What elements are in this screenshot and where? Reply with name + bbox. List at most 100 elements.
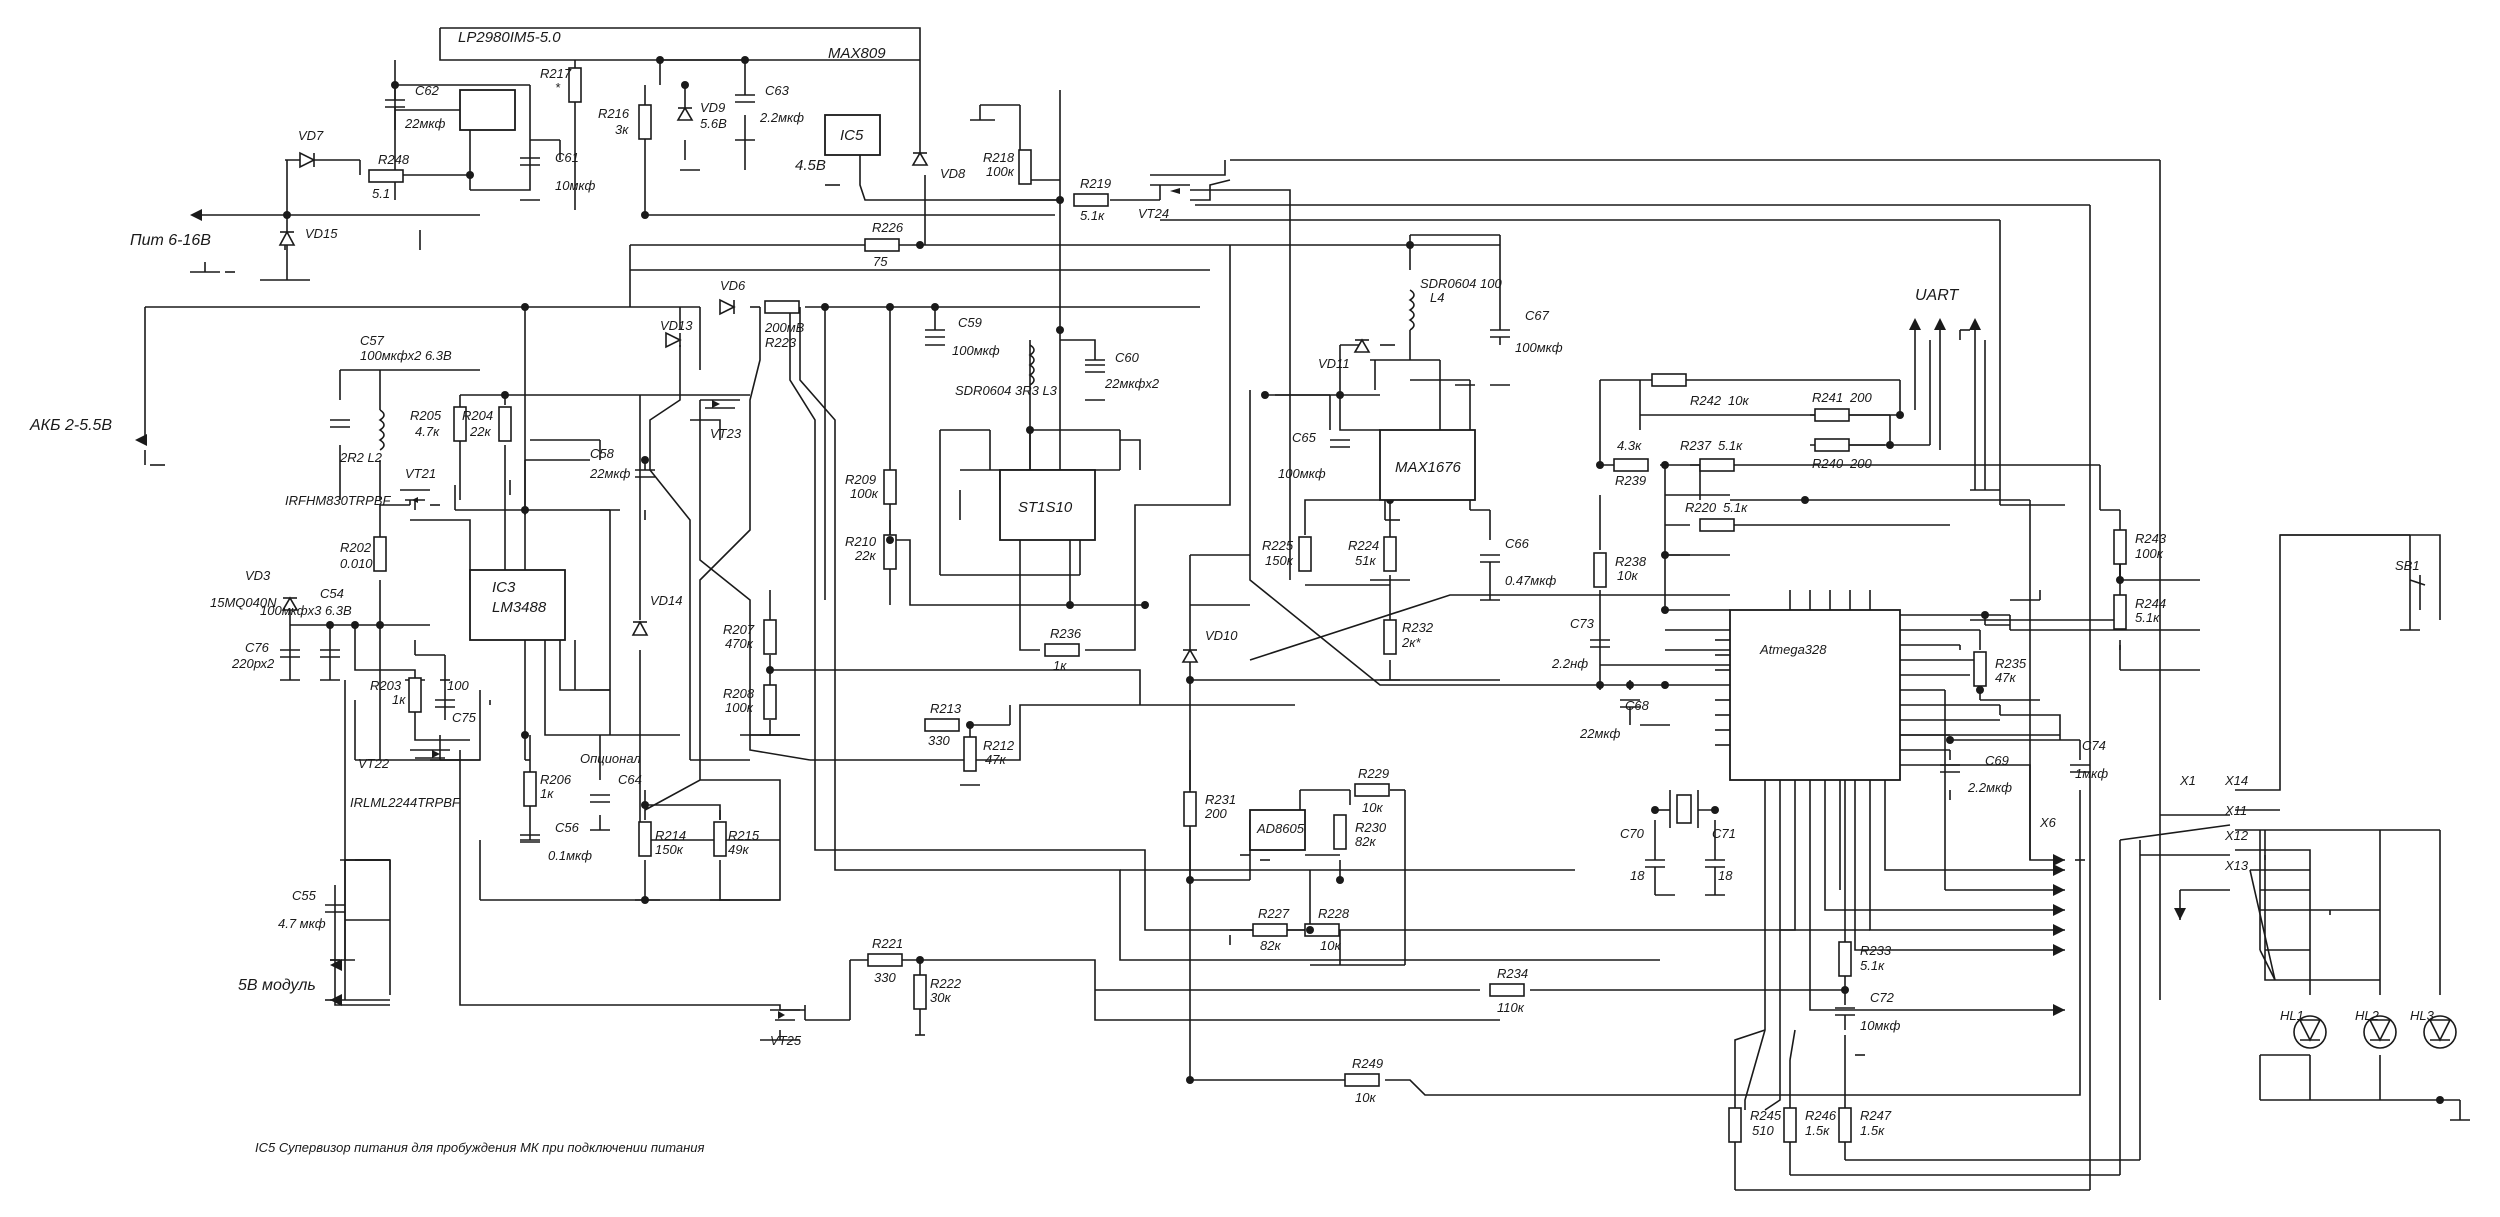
ref-c57: C57 [360,333,385,348]
label-akb: АКБ 2-5.5В [29,417,112,434]
transistors [400,174,1190,1021]
label-x13: X13 [2224,858,2249,873]
ic-lm3488 [469,569,566,641]
cap-c54 [320,649,340,658]
ref-r203: R203 [370,678,402,693]
ref-r229: R229 [1358,766,1389,781]
val-c59: 100мкф [952,343,1000,358]
label-ic5: IC5 [840,127,864,144]
resistor-r218 [1018,149,1032,185]
val-r207: 470к [725,636,754,651]
junction-dots [283,56,2444,1104]
ic-max1676 [1379,429,1476,501]
cap-c71 [1705,820,1725,895]
ref-r236: R236 [1050,626,1082,641]
val-r240: 200 [1849,456,1872,471]
val-r243: 100к [2135,546,2164,561]
resistor-r223 [764,300,800,314]
val-r205: 4.7к [415,424,440,439]
val-c73: 2.2нф [1551,656,1588,671]
ref-c73: C73 [1570,616,1595,631]
resistor-r202 [373,536,387,572]
label-vd9-v: 5.6B [700,116,727,131]
label-x11: X11 [2224,803,2247,818]
label-optional: Опционал [580,751,641,766]
resistor-r239 [1613,458,1649,472]
ref-c64: C64 [618,772,642,787]
val-r220: 5.1к [1723,500,1748,515]
inductor-l2 [378,409,385,451]
cap-c74 [2070,764,2090,773]
ref-r237: R237 [1680,438,1712,453]
ref-r226: R226 [872,220,904,235]
ref-r246: R246 [1805,1108,1837,1123]
ref-c67: C67 [1525,308,1550,323]
val-r222: 30к [930,990,951,1005]
ref-r233: R233 [1860,943,1892,958]
ref-r245: R245 [1750,1108,1782,1123]
ref-r207: R207 [723,622,755,637]
val-c58: 22мкф [589,466,631,481]
ref-c56: C56 [555,820,580,835]
label-st1s10: ST1S10 [1018,499,1073,516]
ref-r248: R248 [378,152,410,167]
val-c56: 0.1мкф [548,848,592,863]
ref-r249: R249 [1352,1056,1383,1071]
label-footnote: IC5 Супервизор питания для пробуждения М… [255,1140,705,1155]
diode-vd13 [665,331,682,349]
val-r230: 82к [1355,834,1376,849]
val-c66: 0.47мкф [1505,573,1556,588]
cap-c70 [1645,820,1665,895]
ic-atmega328 [1729,609,1901,781]
label-sb1: SB1 [2395,558,2420,573]
ref-r224: R224 [1348,538,1379,553]
resistor-r246 [1783,1107,1797,1143]
label-vd3: VD3 [245,568,271,583]
val-c60: 22мкфх2 [1104,376,1160,391]
transistor-vt23 [700,399,740,409]
label-uart: UART [1915,287,1959,304]
ref-r222: R222 [930,976,962,991]
cap-c66 [1480,554,1500,600]
transistor-labels: VT21 VT22 VT23 VT24 VT25 [358,206,1169,1048]
ref-r239: R239 [1615,473,1646,488]
ref-r214: R214 [655,828,686,843]
resistor-r210 [883,534,897,570]
val-r214: 150к [655,842,684,857]
resistor-r227 [1252,923,1288,937]
val-r213: 330 [928,733,950,748]
val-r241: 200 [1849,390,1872,405]
diode-vd7 [299,151,316,169]
cap-c64 [590,794,610,803]
val-c61: 10мкф [555,178,596,193]
val-r246: 1.5к [1805,1123,1830,1138]
resistor-r240 [1814,438,1850,452]
val-r217: * [555,80,561,95]
val-r232: 2к* [1401,635,1421,650]
resistor-r203 [408,677,422,713]
crystal [1655,790,1715,828]
cap-c59 [925,329,945,338]
val-r227: 82к [1260,938,1281,953]
val-c55: 4.7 мкф [278,916,326,931]
val-c67: 100мкф [1515,340,1563,355]
val-r206: 1к [540,786,554,801]
ref-r217: R217 [540,66,572,81]
cap-c56 [520,834,540,843]
label-hl2: HL2 [2355,1008,2380,1023]
led-hl1 [2293,1015,2327,1049]
resistor-r222 [913,974,927,1010]
ref-r223: R223 [765,335,797,350]
label-vt24: VT24 [1138,206,1169,221]
ref-c63: C63 [765,83,790,98]
ref-c62: C62 [415,83,440,98]
val-r221: 330 [874,970,896,985]
cap-c58 [635,469,655,478]
resistor-r205 [453,406,467,442]
label-max1676: MAX1676 [1395,459,1462,476]
ref-r206: R206 [540,772,572,787]
val-r215: 49к [728,842,749,857]
cap-c62 [385,60,405,130]
ref-r240: R240 [1812,456,1844,471]
transistor-vt22 [410,749,450,759]
